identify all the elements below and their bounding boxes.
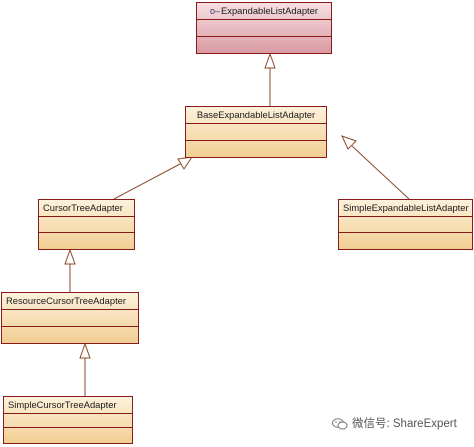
class-name-base-expandable-list-adapter: BaseExpandableListAdapter <box>186 107 326 124</box>
watermark: 微信号: ShareExpert <box>332 415 457 433</box>
class-box-simple-cursor-tree-adapter: SimpleCursorTreeAdapter <box>3 396 133 444</box>
class-box-cursor-tree-adapter: CursorTreeAdapter <box>38 199 135 250</box>
interface-lollipop-icon: o– <box>210 6 221 16</box>
generalization-arrowhead <box>341 135 357 150</box>
generalization-arrowhead <box>64 248 76 265</box>
compartment-divider <box>197 36 331 37</box>
class-box-resource-cursor-tree-adapter: ResourceCursorTreeAdapter <box>1 292 139 344</box>
generalization-arrowhead <box>177 156 194 170</box>
compartment-divider <box>186 140 326 141</box>
class-name-resource-cursor-tree-adapter: ResourceCursorTreeAdapter <box>2 293 138 310</box>
class-name-cursor-tree-adapter: CursorTreeAdapter <box>39 200 134 217</box>
class-box-base-expandable-list-adapter: BaseExpandableListAdapter <box>185 106 327 158</box>
realization-arrowhead <box>264 52 276 69</box>
wechat-icon <box>332 418 348 430</box>
class-box-simple-expandable-list-adapter: SimpleExpandableListAdapter <box>338 199 473 250</box>
class-name-expandable-list-adapter: o–ExpandableListAdapter <box>197 3 331 20</box>
class-name-text: ExpandableListAdapter <box>221 5 318 16</box>
edge-simpleexp-to-base <box>351 145 410 200</box>
compartment-divider <box>2 326 138 327</box>
class-name-simple-expandable-list-adapter: SimpleExpandableListAdapter <box>339 200 472 217</box>
watermark-text: 微信号: ShareExpert <box>352 418 457 430</box>
compartment-divider <box>4 427 132 428</box>
class-name-simple-cursor-tree-adapter: SimpleCursorTreeAdapter <box>4 397 132 414</box>
generalization-arrowhead <box>79 342 91 359</box>
compartment-divider <box>339 232 472 233</box>
compartment-divider <box>39 232 134 233</box>
edge-cursor-to-base <box>113 162 183 200</box>
class-box-expandable-list-adapter: o–ExpandableListAdapter <box>196 2 332 54</box>
